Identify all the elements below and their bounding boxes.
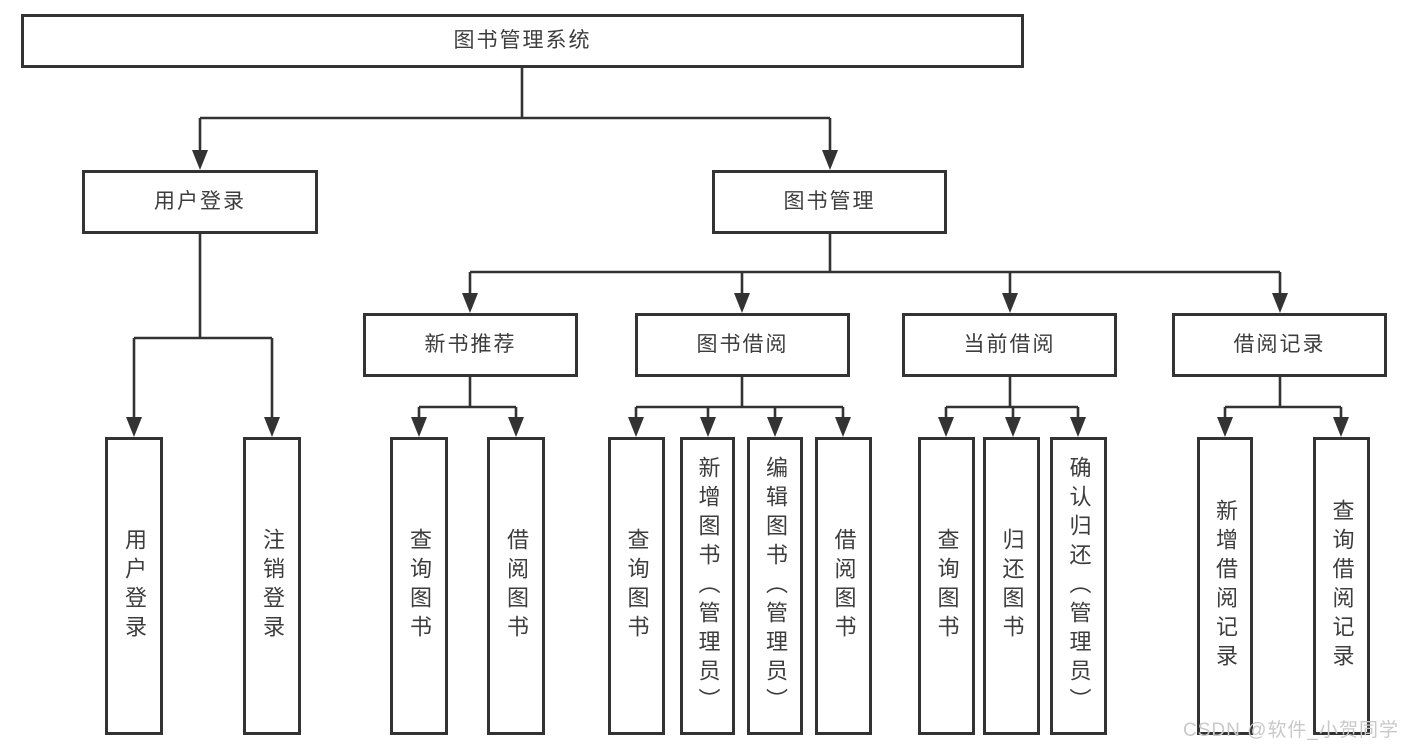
leaf-add-book-admin: 新增图书（管理员） — [680, 437, 735, 735]
leaf-query-books-borrowing-label: 查询图书 — [624, 528, 650, 644]
leaf-edit-book-admin-label: 编辑图书（管理员） — [763, 455, 788, 717]
leaf-borrow-books-recommend: 借阅图书 — [487, 437, 545, 735]
leaf-logout: 注销登录 — [243, 437, 301, 735]
node-current-borrowing: 当前借阅 — [902, 313, 1117, 377]
csdn-watermark: CSDN @软件_小贺同学 — [1183, 720, 1399, 741]
node-new-book-recommendation: 新书推荐 — [363, 313, 578, 377]
leaf-query-books-borrowing: 查询图书 — [608, 437, 665, 735]
node-borrowing-records: 借阅记录 — [1172, 313, 1387, 377]
leaf-confirm-return-admin: 确认归还（管理员） — [1050, 437, 1107, 735]
leaf-query-books-current: 查询图书 — [918, 437, 975, 735]
connector-spines — [132, 68, 1343, 421]
leaf-borrow-books-recommend-label: 借阅图书 — [504, 528, 529, 644]
arrowheads — [126, 150, 1349, 437]
node-book-management: 图书管理 — [712, 170, 947, 234]
leaf-query-books-recommend: 查询图书 — [390, 437, 448, 735]
leaf-borrow-books-borrowing-label: 借阅图书 — [831, 528, 857, 644]
leaf-add-borrow-record: 新增借阅记录 — [1197, 437, 1253, 735]
leaf-borrow-books-borrowing: 借阅图书 — [815, 437, 872, 735]
leaf-add-book-admin-label: 新增图书（管理员） — [695, 455, 721, 717]
leaf-user-login: 用户登录 — [105, 437, 163, 735]
leaf-query-borrow-record-label: 查询借阅记录 — [1329, 499, 1355, 673]
node-user-login: 用户登录 — [82, 170, 318, 234]
node-library-management-system: 图书管理系统 — [21, 14, 1024, 68]
node-book-borrowing: 图书借阅 — [635, 313, 850, 377]
leaf-logout-label: 注销登录 — [260, 528, 285, 644]
leaf-query-books-recommend-label: 查询图书 — [407, 528, 432, 644]
leaf-return-book: 归还图书 — [983, 437, 1040, 735]
leaf-edit-book-admin: 编辑图书（管理员） — [747, 437, 803, 735]
leaf-return-book-label: 归还图书 — [999, 528, 1025, 644]
leaf-user-login-label: 用户登录 — [122, 528, 147, 644]
leaf-query-borrow-record: 查询借阅记录 — [1313, 437, 1370, 735]
leaf-query-books-current-label: 查询图书 — [934, 528, 960, 644]
leaf-confirm-return-admin-label: 确认归还（管理员） — [1066, 455, 1092, 717]
leaf-add-borrow-record-label: 新增借阅记录 — [1213, 499, 1238, 673]
